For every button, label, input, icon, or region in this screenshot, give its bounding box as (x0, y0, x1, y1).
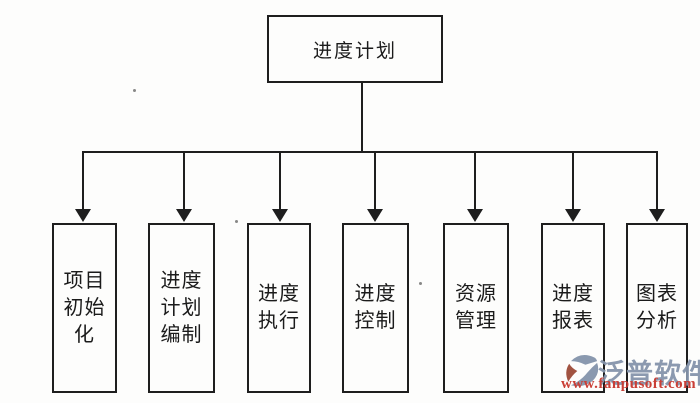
node-label-line: 进度 (354, 283, 397, 305)
arrow-down-icon (75, 209, 91, 222)
node-schedule-control: 进度 控制 (342, 223, 409, 393)
node-schedule-execution: 进度 执行 (247, 223, 311, 393)
node-label-line: 进度 (258, 283, 300, 305)
scan-speck (419, 282, 422, 285)
arrow-down-icon (367, 209, 383, 222)
node-label-line: 进度 (160, 269, 203, 292)
connector-drop (572, 151, 574, 210)
node-label-line: 资源 (455, 283, 497, 305)
connector-drop (279, 151, 281, 210)
node-label-line: 管理 (455, 310, 497, 332)
node-label-line: 执行 (258, 310, 300, 332)
node-label-line: 控制 (354, 310, 397, 332)
node-label-line: 化 (74, 323, 95, 346)
node-label-line: 分析 (636, 310, 678, 332)
node-schedule-report: 进度 报表 (541, 223, 605, 393)
connector-drop (474, 151, 476, 210)
scan-speck (133, 89, 136, 92)
node-chart-analysis: 图表 分析 (626, 223, 688, 393)
connector-drop (374, 151, 376, 210)
connector-trunk (361, 83, 363, 153)
connector-drop (656, 151, 658, 210)
node-project-initialization: 项目 初始 化 (52, 223, 117, 393)
node-label: 进度计划 (312, 40, 397, 62)
node-resource-management: 资源 管理 (443, 223, 509, 393)
node-label-line: 图表 (636, 283, 678, 305)
connector-drop (82, 151, 84, 210)
connector-drop (183, 151, 185, 210)
arrow-down-icon (565, 209, 581, 222)
node-label-line: 进度 (552, 283, 594, 305)
node-schedule-plan-compilation: 进度 计划 编制 (148, 223, 215, 393)
node-label-line: 计划 (160, 296, 203, 319)
arrow-down-icon (176, 209, 192, 222)
arrow-down-icon (272, 209, 288, 222)
node-label-line: 初始 (63, 296, 106, 319)
node-label-line: 报表 (552, 310, 594, 332)
connector-bus (82, 151, 658, 153)
scan-speck (235, 220, 238, 223)
arrow-down-icon (467, 209, 483, 222)
node-schedule-plan: 进度计划 (267, 15, 443, 83)
node-label-line: 项目 (63, 269, 106, 292)
node-label-line: 编制 (160, 323, 203, 346)
arrow-down-icon (649, 209, 665, 222)
